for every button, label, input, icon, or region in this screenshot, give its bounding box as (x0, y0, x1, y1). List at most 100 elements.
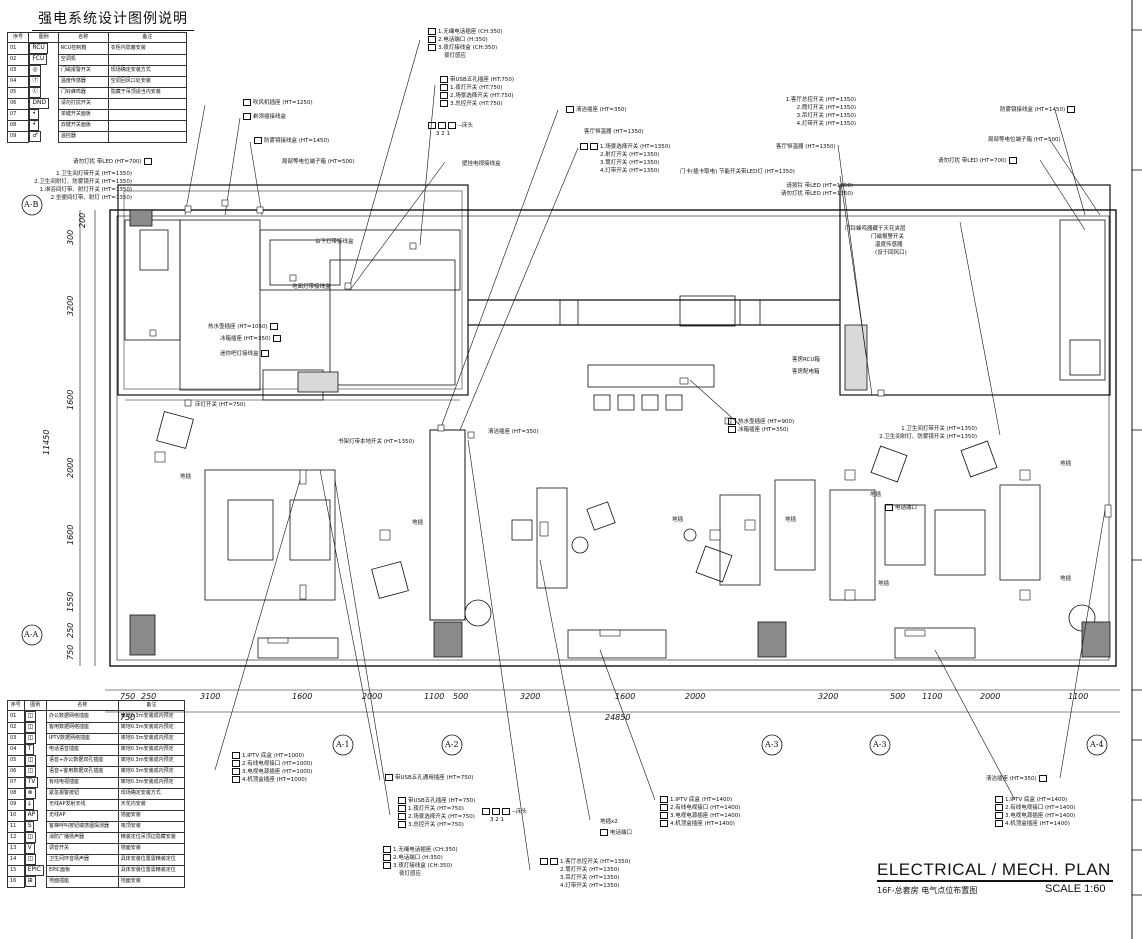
callout-rcu: 客房RCU箱 (792, 357, 820, 363)
callout-scene-switch-1: 1.场景选择开关 (HT=1350) (600, 144, 671, 150)
callout-phone-port2: 电话端口 (600, 829, 632, 837)
legend-cell-note: 离地0.3m安装成内预定 (117, 732, 186, 745)
callout-card-switch: 门卡(插卡取电) 节能开关带LED灯 (HT=1350) (680, 169, 795, 175)
legend-cell-sym: ⍋ (24, 799, 35, 810)
legend-cell-name: 客用数据网络插座 (46, 721, 119, 734)
callout-usb-block2-3: 2.场景选择开关 (HT=750) (408, 814, 475, 820)
legend-cell-sym: AP (24, 810, 39, 821)
callout-guest-thermo: 客厅恒温器 (HT=1350) (776, 144, 836, 150)
legend-cell-name: 调音开关 (46, 842, 119, 855)
legend-cell-no: 09 (7, 798, 25, 811)
legend-cell-note: 墙面安装 (117, 842, 186, 855)
callout-phone-bottom-4: 夜灯感应 (399, 871, 422, 877)
callout-scene-switch-4: 4.灯带开关 (HT=1350) (600, 168, 660, 174)
callout-usb-top-1: 带USB五孔插座 (HT:750) (450, 77, 515, 83)
legend-cell-sym: S (24, 821, 35, 832)
callout-floor-outlet-7: 地插 (878, 581, 890, 587)
callout-usb-top: 带USB五孔插座 (HT:750) 1.夜灯开关 (HT:750) 2.场景选择… (440, 76, 514, 108)
callout-hot-water2: 热水壶插座 (HT=900) 冰箱插座 (HT=350) (728, 418, 794, 434)
legend-row: 09⍋无线AP发射天线天花内安装 (7, 798, 186, 811)
legend-cell-no: 05 (7, 754, 25, 767)
legend-cell-sym: Ⓣ (29, 76, 42, 87)
callout-door-items-2: 门磁报警开关 (871, 234, 905, 240)
legend-cell-sym: ⊞ (24, 876, 36, 887)
legend-cell-sym: ◫ (24, 854, 37, 865)
callout-floor-outlet-2: 地插 (412, 520, 424, 526)
grid-tag-a2: A-2 (445, 740, 459, 749)
dim-left-0: 750 (66, 644, 75, 660)
legend-cell-no: 09 (6, 130, 30, 143)
callout-phone-top-4: 夜灯感应 (444, 53, 467, 59)
callout-counter-strip: 台下灯带接线盒 (315, 239, 354, 245)
callout-phone-port-label: 电话端口 (895, 505, 918, 511)
callout-iptv-mid-1: 1.IPTV 底盒 (HT=1400) (670, 797, 733, 803)
callout-shaver: 剃须插接线盒 (243, 113, 286, 121)
callout-phone-bottom: 1.无绳电话插座 (CH:350) 2.电话端口 (H:350) 3.夜灯接线盒… (383, 846, 458, 878)
callout-clean-socket: 清洁插座 (HT=350) (566, 106, 627, 114)
legend-cell-note: 离地0.3m安装成内预定 (117, 721, 186, 734)
legend-cell-note: 离地0.3m安装成内预定 (117, 765, 186, 778)
callout-guest-switch2-1: 1.客厅总控开关 (HT=1350) (560, 859, 631, 865)
dim-bottom-5: 1100 (424, 692, 445, 701)
legend-cell-sym: ◫ (24, 711, 37, 722)
callout-usb-block2-2: 1.夜灯开关 (HT=750) (408, 806, 464, 812)
callout-usb-bottom-label: 带USB五孔通用插座 (HT=750) (395, 775, 474, 781)
dim-left-total: 11450 (42, 429, 51, 455)
legend-cell-note: 具体安装位置需精装定位 (117, 864, 186, 877)
callout-curtain-bottom: --床头 3 2 1 (482, 808, 527, 824)
legend-bottom-header-name: 名称 (46, 700, 119, 711)
callout-curtain-top-label: --床头 (458, 123, 473, 129)
dim-bottom-8: 1600 (615, 692, 636, 701)
callout-guest-switch-4: 4.灯带开关 (HT=1350) (796, 121, 856, 127)
callout-floor-strip: 地面灯带接线盒 (292, 284, 331, 290)
callout-usb-top-2: 1.夜灯开关 (HT:750) (450, 85, 503, 91)
callout-guest-switch2: 1.客厅总控开关 (HT=1350) 2.筒灯开关 (HT=1350) 3.吊灯… (540, 858, 630, 890)
callout-hot-water2-label: 热水壶插座 (HT=900) (738, 419, 795, 425)
legend-cell-note: 具体安装位置需精装定位 (117, 853, 186, 866)
legend-cell-sym: ⊗ (24, 788, 36, 799)
dim-left-8: 200 (78, 212, 87, 228)
callout-floor-x2: 地插x2 (600, 819, 618, 825)
callout-mirror-right-label: 防雾镜接线盒 (HT=1450) (1000, 107, 1066, 113)
callout-fridge2-label: 冰箱插座 (HT=350) (738, 427, 789, 433)
dim-left-6: 3200 (66, 295, 75, 316)
callout-phone-bottom-3: 3.夜灯接线盒 (CH:350) (393, 863, 453, 869)
dim-left-3: 1600 (66, 524, 75, 545)
callout-iptv-left-4: 4.机顶盒插座 (HT=1000) (242, 777, 307, 783)
callout-panel: 客房配电箱 (792, 369, 820, 375)
callout-iptv-right-2: 2.有线电视接口 (HT=1400) (1005, 805, 1076, 811)
legend-cell-sym: V (24, 843, 35, 854)
callout-iptv-left: 1.IPTV 底盒 (HT=1000) 2.有线电视接口 (HT=1000) 3… (232, 752, 312, 784)
dim-bottom-2: 3100 (200, 692, 221, 701)
dim-bottom-14: 1100 (1068, 692, 1089, 701)
callout-curtain-bottom-nums: 3 2 1 (490, 817, 504, 823)
grid-tag-a4: A-4 (1090, 740, 1104, 749)
callout-guest-switch: 1.客厅总控开关 (HT=1350) 2.筒灯开关 (HT=1350) 3.吊灯… (756, 96, 856, 128)
callout-bath-switch-4: 2.坐便间灯带、射灯 (HT=1350) (50, 195, 132, 201)
legend-header-no: 序号 (6, 32, 30, 43)
legend-cell-name: 无线AP (46, 809, 119, 822)
callout-iptv-right-4: 4.机顶盒插座 (HT=1400) (1005, 821, 1070, 827)
legend-header-note: 备注 (107, 32, 188, 43)
dim-total: 24850 (605, 713, 631, 722)
legend-cell-name: 卫生间环音扬声器 (46, 853, 119, 866)
callout-dnd-top: 请勿打扰 带LED (HT=700) (73, 158, 154, 166)
legend-cell-sym: DND (29, 98, 50, 109)
callout-guest-switch-1: 1.客厅总控开关 (HT=1350) (785, 97, 856, 103)
callout-thermostat: 客厅恒温器 (HT=1350) (584, 129, 644, 135)
legend-cell-no: 06 (7, 765, 25, 778)
legend-cell-no: 13 (7, 842, 25, 855)
callout-curtain-bottom-label: --床头 (512, 809, 527, 815)
callout-dnd-top-label: 请勿打扰 带LED (HT=700) (73, 159, 142, 165)
legend-cell-name: EPIC面板 (46, 864, 119, 877)
callout-door-items-1: 门铃蜂鸣器藏于天花夹层 (845, 226, 906, 232)
legend-row: 02◫客用数据网络插座离地0.3m安装成内预定 (7, 721, 186, 734)
legend-cell-note: 离地0.3m安装成内预定 (117, 754, 186, 767)
